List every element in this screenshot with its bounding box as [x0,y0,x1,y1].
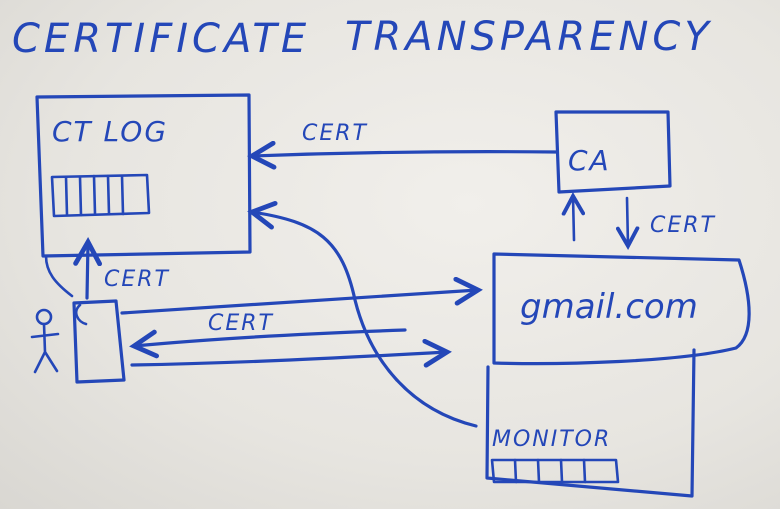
edge-domain-to-ca [573,196,574,242]
edge-user-to-log-label: CERT [104,267,170,292]
monitor-label: MONITOR [492,427,611,452]
monitor-node: MONITOR [485,348,696,498]
edge-ca-to-log-label: CERT [302,121,368,146]
edge-ca-to-domain [627,196,628,246]
edge-user-to-log [87,242,88,300]
edge-domain-to-user-label: CERT [208,311,274,336]
edge-ca-to-log [252,152,558,156]
log-entries-icon [50,173,151,218]
edge-domain-to-user [134,328,407,346]
domain-label: gmail.com [520,287,698,327]
ct-log-label: CT LOG [52,115,168,148]
edge-user-to-domain-lower [130,352,447,365]
edge-ca-to-domain-label: CERT [650,213,716,238]
edge-user-to-domain [120,290,478,315]
monitor-log-icon [490,458,620,484]
ct-log-node: CT LOG [35,93,252,258]
domain-node: gmail.com [492,252,751,366]
browser-node [72,299,126,384]
browser-s-mark [74,303,88,326]
title-certificate: CERTIFICATE [12,16,310,62]
ca-node: CA [554,110,672,194]
title-transparency: TRANSPARENCY [345,14,713,60]
edge-monitor-to-log [252,212,478,428]
user-stick-figure [30,308,60,374]
ca-label: CA [568,144,611,177]
edge-user-to-log-tail [44,254,74,298]
